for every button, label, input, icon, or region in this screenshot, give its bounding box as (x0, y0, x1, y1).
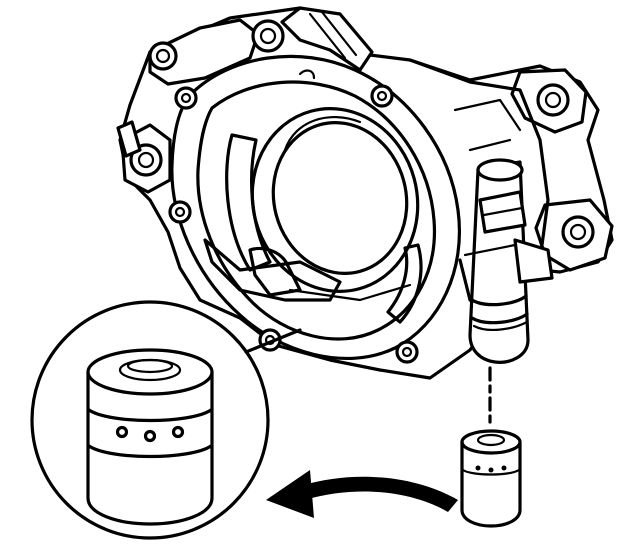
detail-hole-3 (171, 425, 185, 439)
valve-boss-top (476, 158, 524, 182)
rib-detail-1 (308, 12, 347, 60)
valve-boss-clip-line (482, 206, 524, 217)
inner-cavity-channel (248, 246, 302, 297)
inner-rib-lower (288, 283, 412, 302)
face-bolt-2-inner (376, 90, 388, 102)
gear-bore-recess (283, 115, 362, 152)
plunger-hole-1 (475, 465, 481, 471)
plunger-hole-3 (501, 465, 507, 471)
bolt-hole-lower-right (561, 215, 595, 249)
relief-valve-bore (463, 158, 554, 364)
bolt-boss-top (251, 19, 285, 53)
valve-side-bracket-line (463, 243, 517, 257)
inner-cavity-left-wall (225, 133, 272, 272)
detail-plunger-groove-top (87, 408, 213, 423)
curved-arrow-icon (266, 470, 458, 518)
bolt-hole-left-inner (137, 151, 155, 169)
gear-bore-inner (271, 121, 409, 275)
bolt-hole-left (129, 143, 163, 177)
detail-hole-2 (143, 429, 157, 443)
detail-plunger-recess-inner (126, 358, 174, 374)
housing-right-rib-2 (468, 138, 512, 152)
face-bolt-2 (370, 84, 394, 108)
plunger-top (460, 429, 522, 455)
bolt-hole-right-inner (544, 91, 562, 109)
housing-top-rib (280, 6, 374, 72)
plunger-groove (461, 468, 521, 476)
valve-band-1 (470, 294, 528, 307)
bolt-hole-top-left-inner (155, 48, 171, 64)
detail-plunger-groove-bottom (87, 444, 213, 459)
face-bolt-1-inner (180, 92, 192, 104)
magnifier-leader-line (244, 328, 302, 354)
gasket-face-outer (170, 54, 461, 361)
rib-detail-2 (320, 10, 358, 57)
bolt-hole-top-left (148, 41, 178, 71)
valve-band-2 (470, 312, 529, 325)
detail-hole-1 (115, 425, 129, 439)
inner-crescent (386, 243, 423, 324)
face-bolt-3-inner (174, 206, 186, 218)
plunger-hole-2 (488, 467, 494, 473)
housing-right-rib (453, 98, 522, 132)
face-bolt-5-inner (401, 346, 413, 358)
inner-cavity-floor (203, 238, 342, 302)
valve-band-3 (472, 320, 529, 332)
bolt-boss-top-inner (259, 27, 277, 45)
vent-notch (298, 69, 316, 80)
face-bolt-1 (174, 86, 198, 110)
bolt-hole-lower-right-inner (569, 223, 587, 241)
housing-left-tab (116, 120, 142, 158)
bolt-hole-right (536, 83, 570, 117)
face-bolt-5 (395, 340, 419, 364)
plunger-top-recess (476, 433, 506, 447)
detail-magnifier (30, 300, 302, 540)
detail-plunger-body (86, 370, 214, 526)
housing-top-ear (148, 18, 260, 86)
valve-side-bracket (513, 238, 554, 284)
arrow-head (266, 470, 314, 518)
face-bolt-3 (168, 200, 192, 224)
plunger-body (460, 440, 522, 528)
valve-plunger (460, 429, 522, 528)
gasket-face-inner (196, 80, 437, 341)
arrow-shaft (300, 476, 458, 512)
